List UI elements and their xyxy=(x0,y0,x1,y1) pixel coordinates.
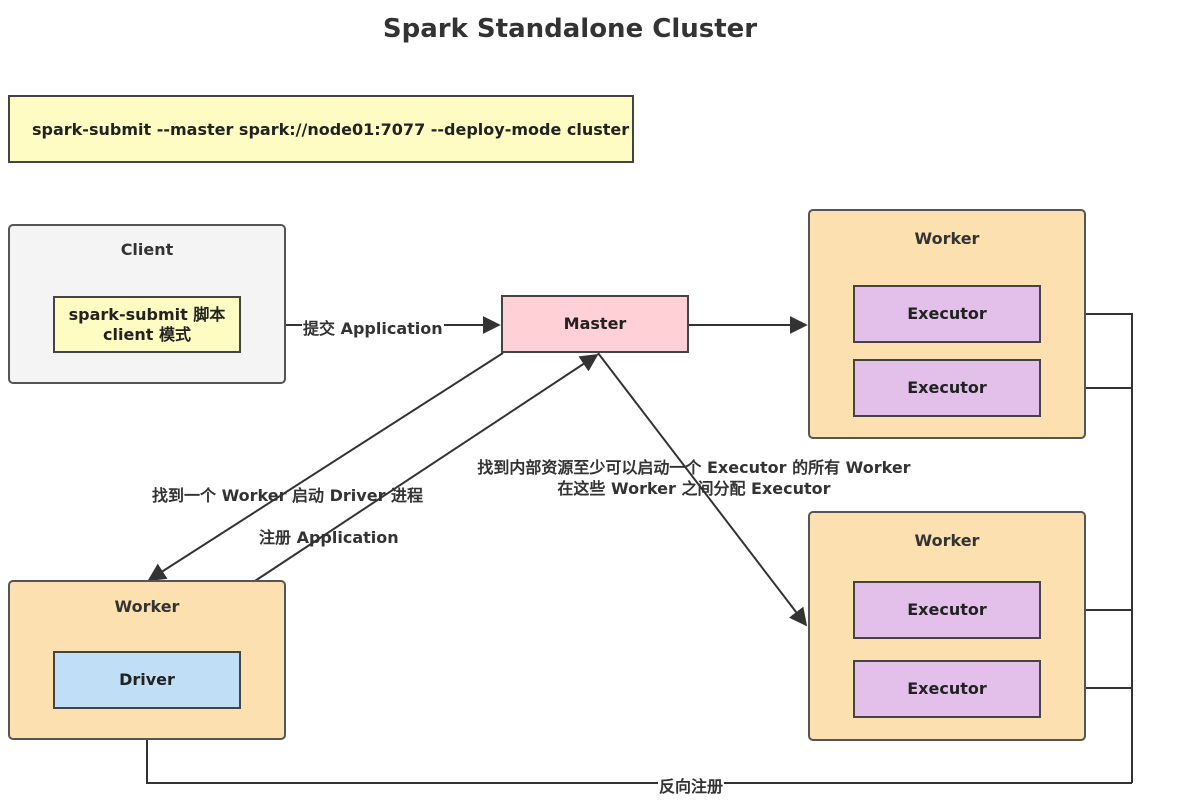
command-box: spark-submit --master spark://node01:707… xyxy=(8,95,634,163)
executor-box: Executor xyxy=(853,285,1041,343)
client-label: Client xyxy=(120,240,174,259)
command-text: spark-submit --master spark://node01:707… xyxy=(32,119,630,139)
master-box: Master xyxy=(501,295,689,353)
executor-label: Executor xyxy=(907,679,987,698)
master-label: Master xyxy=(563,314,627,333)
driver-label: Driver xyxy=(119,670,175,689)
driver-box: Driver xyxy=(53,651,241,709)
executor-label: Executor xyxy=(907,304,987,323)
worker-bottom-label: Worker xyxy=(914,531,980,550)
executor-label: Executor xyxy=(907,600,987,619)
spark-submit-line1: spark-submit 脚本 xyxy=(68,304,226,324)
executor-label: Executor xyxy=(907,378,987,397)
edge-label-reverse-register: 反向注册 xyxy=(658,773,725,797)
spark-submit-box: spark-submit 脚本 client 模式 xyxy=(53,296,241,353)
edge-master-to-worker-bottom xyxy=(597,352,808,627)
page-title: Spark Standalone Cluster xyxy=(382,14,758,44)
worker-top-label: Worker xyxy=(914,229,980,248)
edge-label-find-resources-line2: 在这些 Worker 之间分配 Executor xyxy=(557,479,831,498)
edge-label-find-resources: 找到内部资源至少可以启动一个 Executor 的所有 Worker 在这些 W… xyxy=(466,457,922,499)
edge-label-find-worker: 找到一个 Worker 启动 Driver 进程 xyxy=(152,486,424,505)
executor-box: Executor xyxy=(853,581,1041,639)
executor-box: Executor xyxy=(853,660,1041,718)
edge-label-find-resources-line1: 找到内部资源至少可以启动一个 Executor 的所有 Worker xyxy=(477,458,911,477)
executor-box: Executor xyxy=(853,359,1041,417)
edge-label-register-app: 注册 Application xyxy=(259,528,399,547)
edge-label-submit-app: 提交 Application xyxy=(302,315,444,339)
spark-submit-line2: client 模式 xyxy=(103,324,191,344)
edge-master-to-worker-driver xyxy=(147,352,504,581)
worker-driver-label: Worker xyxy=(114,597,180,616)
